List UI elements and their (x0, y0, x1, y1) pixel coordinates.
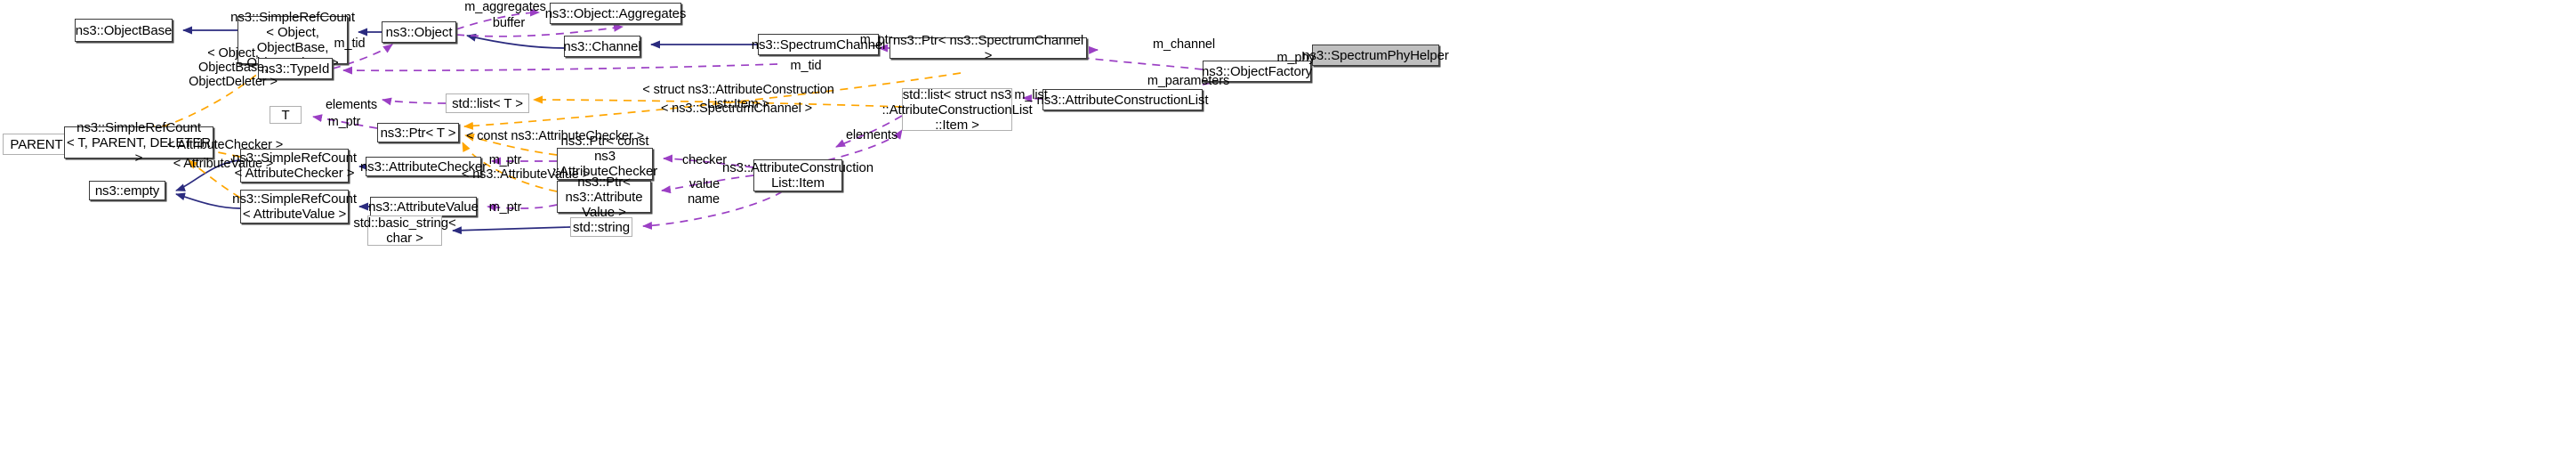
class-node-srf_checker[interactable]: ns3::SimpleRefCount < AttributeChecker > (232, 149, 357, 183)
class-node-attributeconstructionlist[interactable]: ns3::AttributeConstructionList (1037, 89, 1209, 110)
tedge-ptrt-to-ptrconstchecker (464, 133, 558, 156)
class-node-ptr_spectrumchannel[interactable]: ns3::Ptr< ns3::SpectrumChannel > (890, 33, 1087, 63)
tedge-srfobject-to-srftpd (146, 65, 268, 134)
class-node-parent[interactable]: PARENT (3, 134, 70, 155)
usage-edges (312, 8, 1323, 230)
class-node-attributevalue[interactable]: ns3::AttributeValue (368, 197, 479, 216)
class-node-std_string[interactable]: std::string (570, 217, 632, 237)
class-node-srf_value[interactable]: ns3::SimpleRefCount < AttributeValue > (232, 190, 357, 223)
inheritance-edges (64, 26, 758, 235)
edge-ptrt-mptr (312, 114, 378, 129)
edge-object-buffer (455, 23, 624, 37)
edge-channel-to-object (466, 33, 565, 49)
edge-typeid-mtid-right (342, 63, 778, 75)
class-node-attributechecker[interactable]: ns3::AttributeChecker (360, 157, 487, 176)
class-node-typeid[interactable]: ns3::TypeId (258, 58, 333, 79)
edge-stdstring-to-basicstring (452, 226, 571, 235)
edge-srfvalue-to-empty (175, 192, 241, 209)
edge-object-aggregates (455, 8, 540, 30)
class-node-ptr_const_checker[interactable]: ns3::Ptr< const ns3 ::AttributeChecker > (551, 134, 658, 194)
class-node-std_list_t[interactable]: std::list< T > (446, 93, 529, 113)
edge-aclitem-name (642, 191, 784, 230)
class-node-spectrumchannel[interactable]: ns3::SpectrumChannel (752, 34, 885, 55)
class-node-empty[interactable]: ns3::empty (89, 181, 165, 200)
template-edges (146, 65, 962, 199)
edge-aclitem-value (661, 175, 754, 194)
class-node-object[interactable]: ns3::Object (382, 21, 456, 43)
edge-srfchecker-to-empty (175, 159, 241, 191)
edge-object-typeid (332, 44, 393, 69)
tedge-ptrt-to-ptrspectrumchannel (463, 72, 962, 130)
class-node-basic_string[interactable]: std::basic_string< char > (353, 215, 456, 246)
class-node-ptr_t[interactable]: ns3::Ptr< T > (377, 123, 459, 142)
class-node-srf_tpd[interactable]: ns3::SimpleRefCount < T, PARENT, DELETER… (64, 120, 213, 166)
class-node-channel[interactable]: ns3::Channel (563, 36, 641, 57)
tedge-srfvalue-to-srftpd (188, 159, 241, 199)
class-node-ptr_attributevalue[interactable]: ns3::Ptr< ns3::Attribute Value > (557, 175, 651, 220)
class-node-std_list_acl_item[interactable]: std::list< struct ns3 ::AttributeConstru… (881, 86, 1033, 133)
class-node-t_param[interactable]: T (270, 106, 302, 124)
tedge-stdlistt-to-aclitemlist (533, 95, 903, 108)
class-node-aggregates[interactable]: ns3::Object::Aggregates (545, 3, 686, 24)
edge-stdlistt-elements (382, 97, 447, 106)
edge-acl-mlist (1022, 93, 1043, 102)
edge-ptrattributevalue-mptr (487, 203, 558, 212)
class-node-spectrumphyhelper[interactable]: ns3::SpectrumPhyHelper (1302, 45, 1449, 66)
tedge-ptrt-to-ptrattributevalue (462, 142, 558, 192)
class-node-objectbase[interactable]: ns3::ObjectBase (75, 19, 173, 42)
edge-aclitem-elements (826, 129, 903, 161)
class-node-srf_object[interactable]: ns3::SimpleRefCount < Object, ObjectBase… (230, 10, 355, 70)
edge-std-list-acl-item-usage (835, 115, 903, 148)
class-node-acl_item[interactable]: ns3::AttributeConstruction List::Item (722, 159, 873, 191)
class-node-objectfactory[interactable]: ns3::ObjectFactory (1202, 61, 1312, 82)
